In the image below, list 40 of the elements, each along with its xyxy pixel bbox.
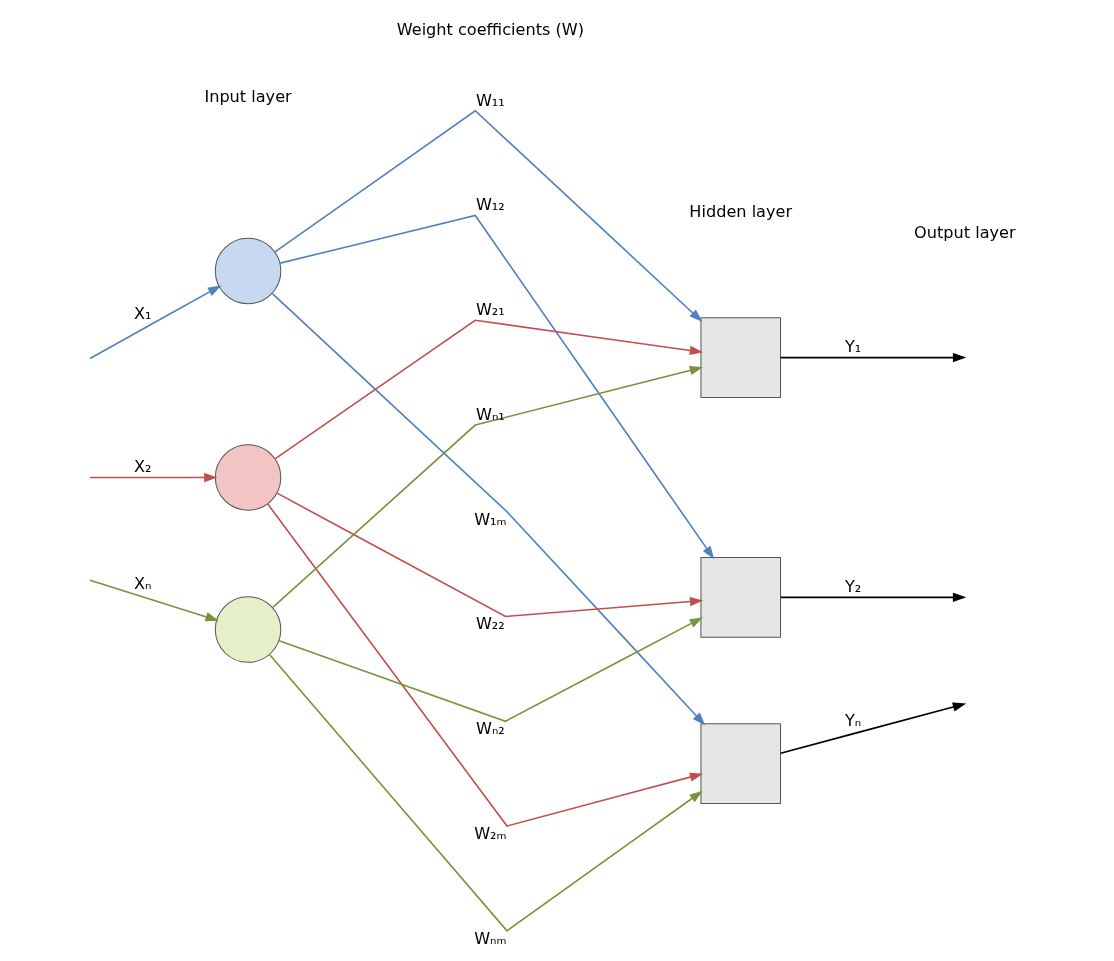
edge-label: W₁₁ [475,90,505,110]
arrow [272,365,704,608]
node-circle [214,595,282,663]
arrow [779,592,967,602]
edge-label: W₁ₘ [474,509,507,529]
label: Hidden layer [689,201,793,221]
arrow [278,616,703,722]
arrow [271,292,706,725]
arrow [266,502,704,827]
label: Input layer [204,85,292,105]
edge-label: W₂₂ [475,613,505,633]
label: Weight coefficients (W) [396,19,584,39]
edge-label: Y₂ [844,576,862,596]
arrow [89,284,222,359]
label: Output layer [914,221,1016,241]
edge-label: Wₙ₂ [475,718,505,738]
edge-label: Xₙ [134,573,152,593]
arrow [89,578,219,621]
arrow [279,214,715,559]
node-circle [214,443,282,511]
arrow [274,319,704,460]
node-box [700,556,782,638]
edge-label: Yₙ [844,710,862,730]
edge-label: X₂ [134,456,152,476]
edge-label: Y₁ [844,336,862,356]
arrow [779,702,967,754]
edge-label: W₂ₘ [474,823,507,843]
arrow [268,653,703,932]
arrow [274,109,703,322]
edge-label: Wₙₘ [474,928,507,948]
node-box [700,722,782,804]
edge-label: X₁ [134,303,152,323]
node-circle [214,237,282,304]
edge-label: W₂₁ [475,299,505,319]
arrow [779,352,967,362]
arrow [89,472,218,482]
arrow [276,491,704,617]
edge-label: W₁₂ [475,194,505,214]
node-box [700,316,782,398]
edge-label: Wₙ₁ [475,404,505,424]
